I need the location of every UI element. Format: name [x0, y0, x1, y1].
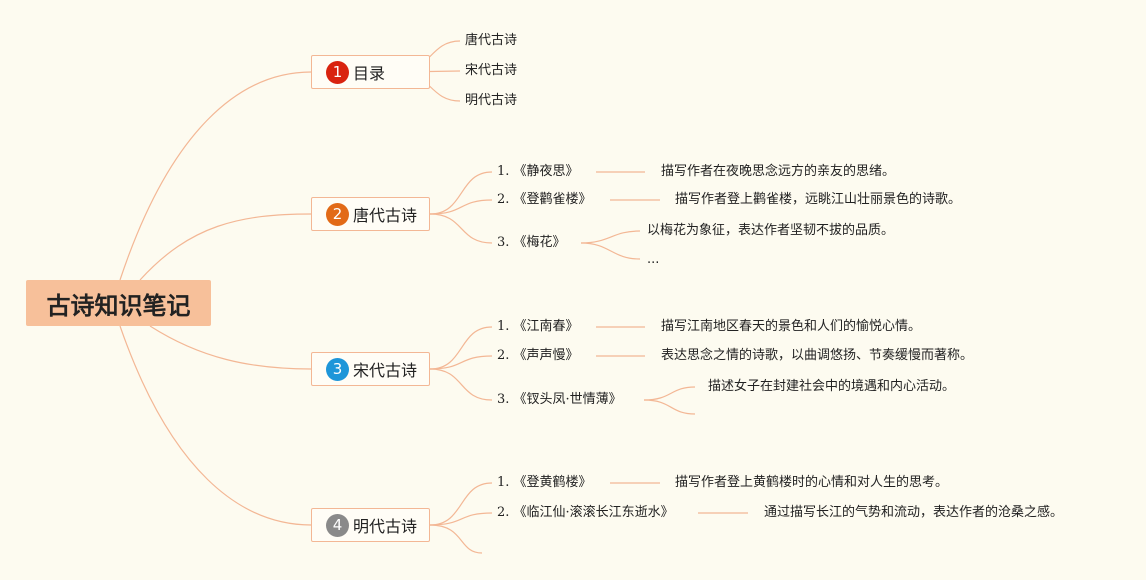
poem-index: 1.	[497, 164, 510, 179]
link-root-toc	[119, 71, 312, 281]
poem-description[interactable]: 通过描写长江的气势和流动，表达作者的沧桑之感。	[764, 505, 1064, 520]
poem-title: 《梅花》	[513, 235, 566, 250]
poem-item[interactable]: 2. 《声声慢》	[497, 348, 579, 364]
poem-description[interactable]: 描写作者登上黄鹤楼时的心情和对人生的思考。	[675, 475, 949, 490]
poem-index: 2.	[497, 348, 510, 363]
branch-song[interactable]: 3 宋代古诗	[311, 352, 430, 386]
branch-ming[interactable]: 4 明代古诗	[311, 508, 430, 542]
poem-description[interactable]: 描写江南地区春天的景色和人们的愉悦心情。	[661, 319, 922, 334]
poem-description[interactable]: 描写作者在夜晚思念远方的亲友的思绪。	[661, 164, 896, 179]
poem-index: 2.	[497, 192, 510, 207]
poem-item[interactable]: 3. 《钗头凤·世情薄》	[497, 392, 622, 408]
poem-title: 《声声慢》	[513, 348, 579, 363]
branch-label: 明代古诗	[353, 517, 418, 536]
link-root-song	[149, 325, 312, 370]
root-node[interactable]: 古诗知识笔记	[26, 280, 211, 326]
poem-description[interactable]: 描写作者登上鹳雀楼，远眺江山壮丽景色的诗歌。	[675, 192, 962, 207]
poem-index: 1.	[497, 475, 510, 490]
branch-label: 目录	[353, 64, 386, 83]
poem-description[interactable]: 描述女子在封建社会中的境遇和内心活动。	[708, 379, 956, 394]
poem-item[interactable]: 1. 《登黄鹤楼》	[497, 475, 592, 491]
branch-tang[interactable]: 2 唐代古诗	[311, 197, 430, 231]
poem-item[interactable]: 2. 《登鹳雀楼》	[497, 192, 592, 208]
poem-item[interactable]: 1. 《静夜思》	[497, 164, 579, 180]
poem-title: 《江南春》	[513, 319, 579, 334]
link-root-ming	[119, 325, 312, 526]
number-badge: 2	[326, 202, 349, 226]
branch-toc[interactable]: 1 目录	[311, 55, 430, 89]
poem-description[interactable]: 表达思念之情的诗歌，以曲调悠扬、节奏缓慢而著称。	[661, 348, 974, 363]
poem-description-ellipsis[interactable]: ...	[647, 252, 660, 267]
link-root-tang	[139, 213, 312, 281]
toc-item[interactable]: 明代古诗	[465, 93, 518, 108]
poem-title: 《临江仙·滚滚长江东逝水》	[513, 505, 674, 520]
branch-label: 宋代古诗	[353, 361, 418, 380]
poem-index: 3.	[497, 392, 510, 407]
toc-item[interactable]: 唐代古诗	[465, 33, 518, 48]
poem-item[interactable]: 1. 《江南春》	[497, 319, 579, 335]
poem-title: 《静夜思》	[513, 164, 579, 179]
poem-description[interactable]: 以梅花为象征，表达作者坚韧不拔的品质。	[647, 223, 895, 238]
number-badge: 4	[326, 513, 349, 537]
poem-item[interactable]: 3. 《梅花》	[497, 235, 566, 251]
branch-label: 唐代古诗	[353, 206, 418, 225]
poem-title: 《登黄鹤楼》	[513, 475, 592, 490]
poem-title: 《钗头凤·世情薄》	[513, 392, 622, 407]
number-badge: 1	[326, 60, 349, 84]
number-badge: 3	[326, 357, 349, 381]
poem-index: 3.	[497, 235, 510, 250]
toc-item[interactable]: 宋代古诗	[465, 63, 518, 78]
poem-index: 1.	[497, 319, 510, 334]
poem-item[interactable]: 2. 《临江仙·滚滚长江东逝水》	[497, 505, 674, 521]
poem-title: 《登鹳雀楼》	[513, 192, 592, 207]
poem-index: 2.	[497, 505, 510, 520]
